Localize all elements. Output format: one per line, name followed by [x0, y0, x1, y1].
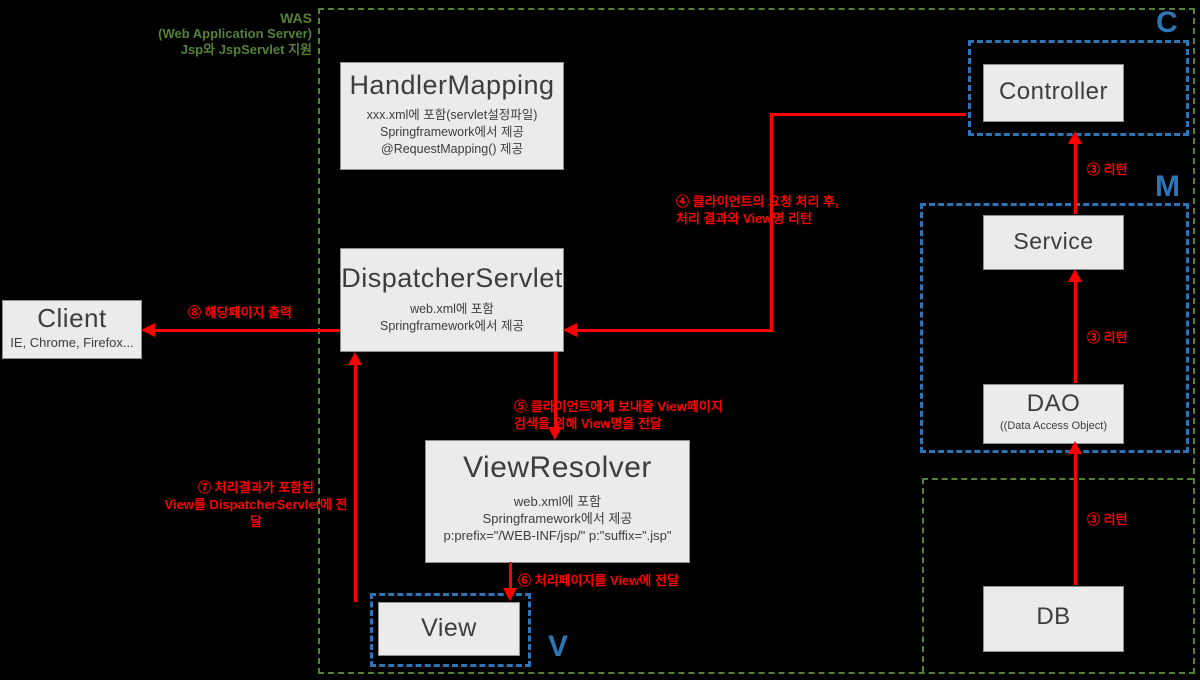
client-box: Client IE, Chrome, Firefox... — [2, 300, 142, 359]
dispatcher-servlet-box: DispatcherServlet web.xml에 포함 Springfram… — [340, 248, 564, 352]
model-group-box — [920, 203, 1189, 453]
view-resolver-line: p:prefix="/WEB-INF/jsp/" p:"suffix=".jsp… — [443, 528, 672, 543]
dispatcher-servlet-title: DispatcherServlet — [341, 263, 563, 293]
label-step5: ⑤ 클라이언트에게 보내줄 View페이지 검색을 위해 View명을 전달 — [514, 398, 723, 432]
was-subtitle: (Web Application Server) — [158, 26, 312, 41]
label-step7: ⑦ 처리결과가 포함된 View를 DispatcherServlet에 전달 — [160, 479, 352, 530]
label-step4: ④ 클라이언트의 요청 처리 후, 처리 결과와 View명 리턴 — [676, 193, 839, 227]
label-step4-line1: ④ 클라이언트의 요청 처리 후, — [676, 194, 839, 209]
handler-mapping-box: HandlerMapping xxx.xml에 포함(servlet설정파일) … — [340, 62, 564, 170]
label-return-1: ③ 리턴 — [1087, 162, 1128, 177]
arrow-step7-line — [354, 363, 357, 602]
db-box: DB — [983, 586, 1124, 652]
arrow-step6-head — [503, 588, 517, 601]
label-step5-line1: ⑤ 클라이언트에게 보내줄 View페이지 — [514, 399, 723, 414]
controller-box: Controller — [983, 64, 1124, 122]
dao-line: ((Data Access Object) — [1000, 420, 1107, 432]
client-title: Client — [37, 303, 107, 333]
arrow-return-service-controller-head — [1068, 131, 1082, 144]
mvc-letter-m: M — [1155, 170, 1180, 203]
controller-title: Controller — [998, 78, 1109, 105]
was-label: WAS (Web Application Server) Jsp와 JspSer… — [88, 10, 312, 58]
arrow-step5-head — [548, 427, 562, 440]
arrow-step8-line — [152, 329, 340, 332]
arrow-step4-seg-bottom — [576, 329, 773, 332]
label-step6: ⑥ 처리페이지를 View에 전달 — [518, 573, 679, 588]
arrow-step4-head — [563, 323, 577, 337]
client-line: IE, Chrome, Firefox... — [10, 335, 134, 350]
was-boundary — [318, 8, 1195, 674]
view-group-box — [370, 593, 531, 667]
arrow-step4-seg-top — [770, 113, 966, 116]
arrow-step8-head — [141, 323, 155, 337]
handler-mapping-line: Springframework에서 제공 — [380, 125, 524, 139]
dispatcher-servlet-line: Springframework에서 제공 — [380, 319, 524, 333]
view-resolver-line: web.xml에 포함 — [513, 494, 602, 509]
view-title: View — [421, 614, 477, 642]
arrow-step4-seg-vert — [770, 113, 773, 332]
db-title: DB — [1036, 603, 1071, 630]
handler-mapping-title: HandlerMapping — [349, 70, 555, 100]
label-step8: ⑧ 해당페이지 출력 — [188, 305, 292, 320]
arrow-return-db-dao-head — [1068, 441, 1082, 454]
view-resolver-box: ViewResolver web.xml에 포함 Springframework… — [425, 440, 690, 563]
arrow-return-dao-service — [1074, 281, 1077, 383]
label-step5-line2: 검색을 위해 View명을 전달 — [514, 416, 662, 431]
handler-mapping-line: xxx.xml에 포함(servlet설정파일) — [366, 108, 538, 122]
arrow-step5-line — [554, 352, 557, 429]
label-return-3: ③ 리턴 — [1087, 512, 1128, 527]
mvc-letter-c: C — [1156, 6, 1178, 39]
mvc-letter-v: V — [548, 630, 569, 663]
arrow-return-db-dao — [1074, 453, 1077, 585]
arrow-step6-line — [509, 562, 512, 590]
dao-box: DAO ((Data Access Object) — [983, 384, 1124, 444]
service-title: Service — [1013, 228, 1094, 254]
dispatcher-servlet-line: web.xml에 포함 — [410, 302, 494, 316]
view-resolver-line: Springframework에서 제공 — [482, 511, 633, 526]
db-zone-boundary — [922, 478, 1193, 672]
handler-mapping-line: @RequestMapping() 제공 — [381, 142, 523, 156]
arrow-step7-head — [348, 352, 362, 365]
view-box: View — [378, 602, 520, 656]
arrow-return-service-controller — [1074, 143, 1077, 214]
label-step7-line2: View를 DispatcherServlet에 전달 — [164, 497, 348, 529]
view-resolver-title: ViewResolver — [463, 451, 652, 484]
label-step4-line2: 처리 결과와 View명 리턴 — [676, 211, 812, 226]
label-step7-line1: ⑦ 처리결과가 포함된 — [198, 480, 314, 495]
arrow-return-dao-service-head — [1068, 269, 1082, 282]
dao-title: DAO — [1026, 390, 1081, 417]
label-return-2: ③ 리턴 — [1087, 330, 1128, 345]
was-note: Jsp와 JspServlet 지원 — [180, 42, 312, 57]
was-title: WAS — [280, 10, 312, 26]
service-box: Service — [983, 215, 1124, 270]
